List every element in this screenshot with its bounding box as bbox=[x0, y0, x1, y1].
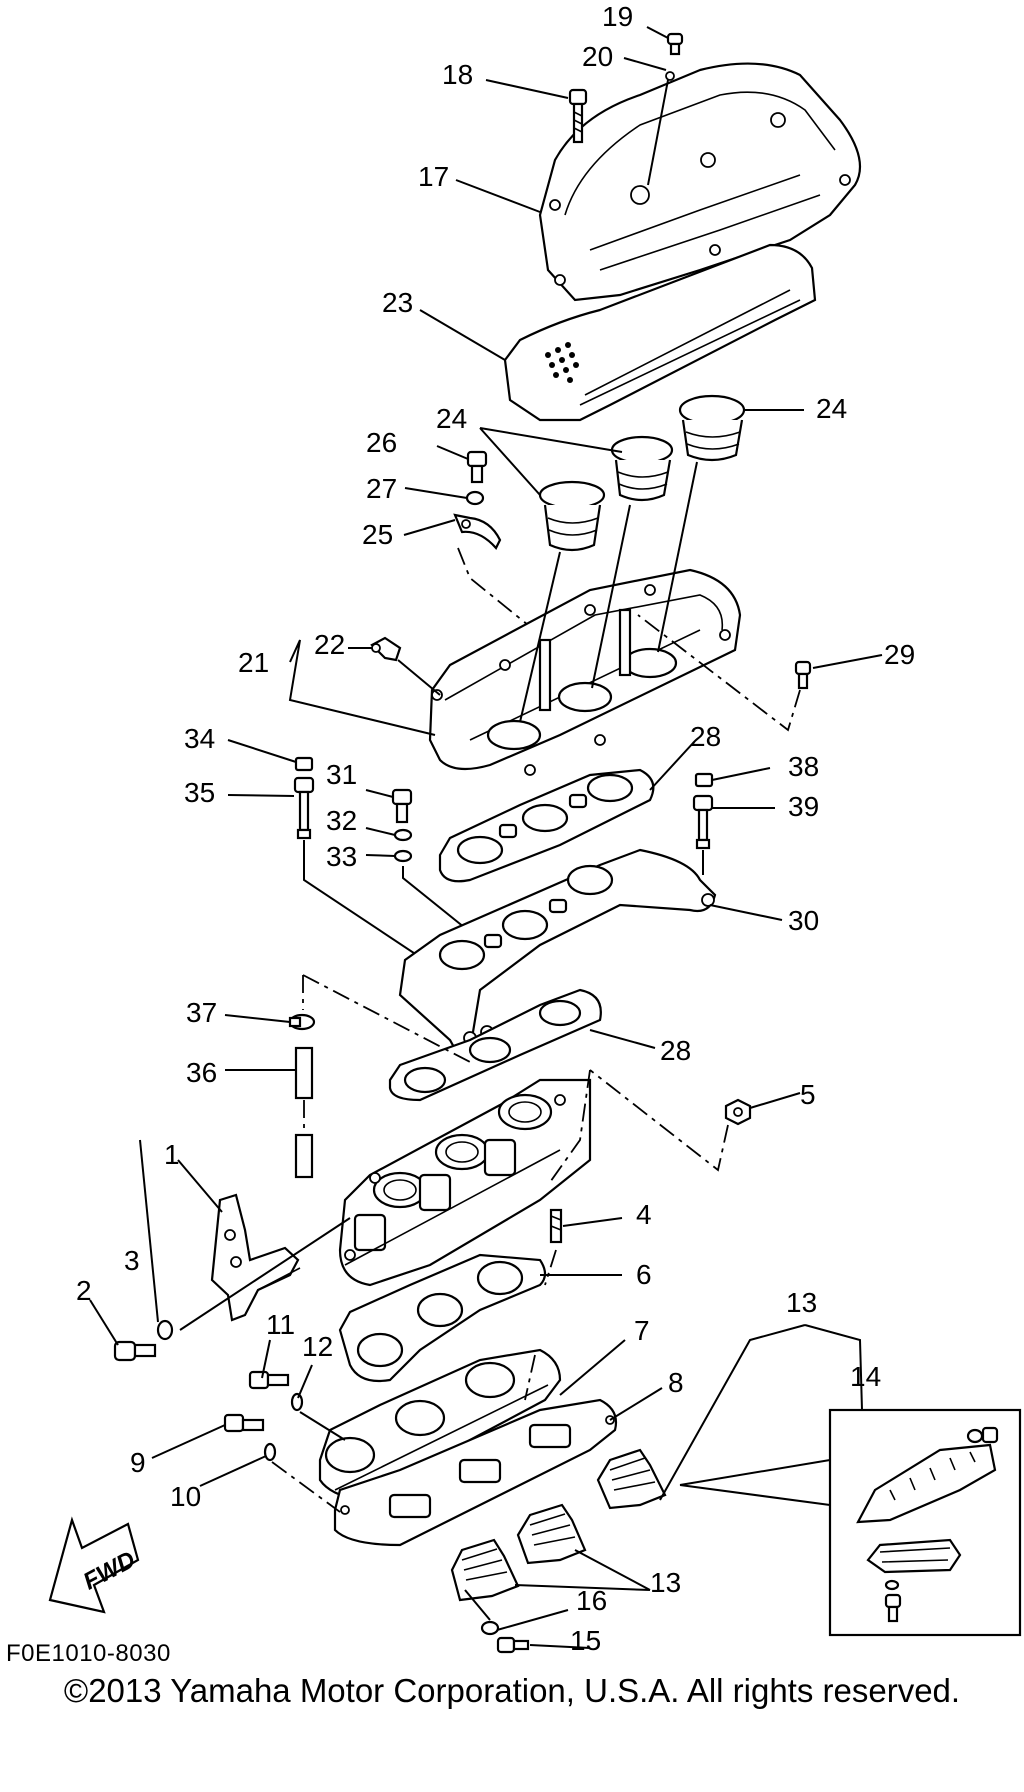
reed-valve-13-center bbox=[516, 1503, 587, 1565]
reed-plate-8-part bbox=[333, 1398, 618, 1547]
callout-7: 7 bbox=[634, 1315, 650, 1346]
callout-4: 4 bbox=[636, 1199, 652, 1230]
callout-24-right: 24 bbox=[816, 393, 847, 424]
callout-12: 12 bbox=[302, 1331, 333, 1362]
bolt-11-part bbox=[248, 1370, 290, 1390]
callout-39: 39 bbox=[788, 791, 819, 822]
callout-29: 29 bbox=[884, 639, 915, 670]
bolt-9-part bbox=[223, 1413, 265, 1433]
gasket-dot-cluster bbox=[545, 342, 579, 383]
callout-32: 32 bbox=[326, 805, 357, 836]
reed-valve-13-left bbox=[450, 1538, 520, 1602]
callout-labels: 19 20 18 17 23 24 24 26 27 25 22 21 29 3… bbox=[76, 1, 915, 1656]
bracket-25-part bbox=[453, 513, 502, 550]
gasket-6-part bbox=[338, 1253, 547, 1383]
throttle-body-assembly bbox=[338, 1078, 592, 1287]
bolt-2-part bbox=[113, 1340, 157, 1362]
callout-30: 30 bbox=[788, 905, 819, 936]
callout-1: 1 bbox=[164, 1139, 180, 1170]
washer-27-part bbox=[465, 490, 485, 506]
callout-36: 36 bbox=[186, 1057, 217, 1088]
bolt-31-part bbox=[391, 788, 413, 824]
funnel-24-left bbox=[538, 480, 606, 552]
callout-8: 8 bbox=[668, 1367, 684, 1398]
gasket-28-lower bbox=[388, 988, 602, 1102]
clamp-37-part bbox=[288, 1013, 316, 1031]
gasket-28-upper bbox=[438, 768, 655, 883]
top-cover-part bbox=[538, 62, 862, 302]
callout-27: 27 bbox=[366, 473, 397, 504]
callout-9: 9 bbox=[130, 1447, 146, 1478]
stud-39-part bbox=[692, 794, 714, 850]
fitting-22-part bbox=[370, 636, 402, 662]
silencer-base-part bbox=[428, 568, 742, 776]
callout-33: 33 bbox=[326, 841, 357, 872]
screw-15-part bbox=[496, 1636, 530, 1654]
washer-33-part bbox=[393, 849, 413, 863]
diagram-code: F0E1010-8030 bbox=[6, 1640, 171, 1667]
callout-25: 25 bbox=[362, 519, 393, 550]
stud-4-part bbox=[549, 1208, 563, 1244]
callout-5: 5 bbox=[800, 1079, 816, 1110]
callout-37: 37 bbox=[186, 997, 217, 1028]
reed-valve-13-right bbox=[596, 1448, 667, 1510]
callout-3: 3 bbox=[124, 1245, 140, 1276]
washer-32-part bbox=[393, 828, 413, 842]
bolt-18-part bbox=[568, 88, 588, 144]
callout-19: 19 bbox=[602, 1, 633, 32]
washer-12-part bbox=[290, 1392, 304, 1412]
callout-22: 22 bbox=[314, 629, 345, 660]
callout-18: 18 bbox=[442, 59, 473, 90]
callout-11: 11 bbox=[266, 1309, 295, 1340]
nut-5-part bbox=[724, 1098, 752, 1126]
washer-20-part bbox=[665, 71, 675, 81]
callout-2: 2 bbox=[76, 1275, 92, 1306]
screw-19-part bbox=[666, 32, 684, 56]
callout-17: 17 bbox=[418, 161, 449, 192]
leader-lines bbox=[89, 26, 883, 1649]
washer-3-part bbox=[156, 1319, 174, 1341]
nut-34-part bbox=[294, 756, 314, 772]
callout-14: 14 bbox=[850, 1361, 881, 1392]
callout-31: 31 bbox=[326, 759, 357, 790]
washer-16-part bbox=[480, 1620, 500, 1636]
callout-16: 16 bbox=[576, 1585, 607, 1616]
callout-38: 38 bbox=[788, 751, 819, 782]
callout-28-lower: 28 bbox=[660, 1035, 691, 1066]
washer-10-part bbox=[263, 1442, 277, 1462]
manifold-7-part bbox=[318, 1348, 562, 1502]
fwd-arrow-icon: FWD bbox=[48, 1516, 140, 1614]
bolt-29-part bbox=[794, 660, 812, 690]
callout-15: 15 bbox=[570, 1625, 601, 1656]
inset-box-14 bbox=[828, 1408, 1022, 1637]
callout-13-bottom: 13 bbox=[650, 1567, 681, 1598]
cover-gasket-part bbox=[503, 243, 817, 422]
callout-10: 10 bbox=[170, 1481, 201, 1512]
callout-24-left: 24 bbox=[436, 403, 467, 434]
nut-38-part bbox=[694, 772, 714, 788]
callout-13-top: 13 bbox=[786, 1287, 817, 1318]
callout-20: 20 bbox=[582, 41, 613, 72]
callout-35: 35 bbox=[184, 777, 215, 808]
copyright-notice: ©2013 Yamaha Motor Corporation, U.S.A. A… bbox=[63, 1672, 961, 1709]
bracket-1-part bbox=[210, 1193, 301, 1322]
callout-34: 34 bbox=[184, 723, 215, 754]
callout-26: 26 bbox=[366, 427, 397, 458]
callout-23: 23 bbox=[382, 287, 413, 318]
funnel-24-right bbox=[678, 394, 746, 462]
stud-35-part bbox=[293, 776, 315, 840]
callout-28-upper: 28 bbox=[690, 721, 721, 752]
funnel-24-center bbox=[610, 435, 674, 502]
callout-21: 21 bbox=[238, 647, 269, 678]
bolt-26-part bbox=[466, 450, 488, 484]
callout-6: 6 bbox=[636, 1259, 652, 1290]
hose-36-part bbox=[294, 1046, 314, 1179]
